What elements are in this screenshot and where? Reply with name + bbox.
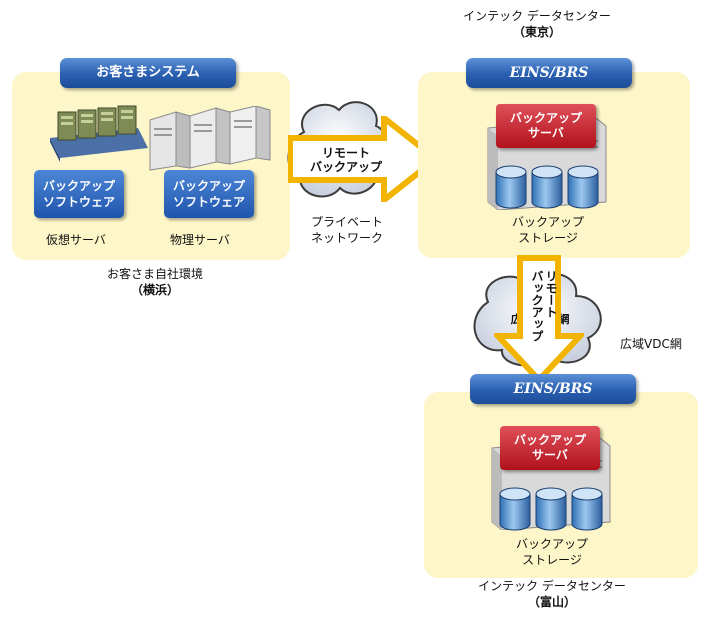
physical-server-label: 物理サーバ bbox=[170, 233, 230, 247]
physical-server-icon bbox=[149, 106, 271, 171]
remote-backup-line2: バックアップ bbox=[309, 160, 382, 174]
toyama-storage-line2: ストレージ bbox=[522, 553, 582, 567]
customer-caption-line2: （横浜） bbox=[130, 283, 179, 297]
backup-software-line1: バックアップ bbox=[172, 179, 245, 193]
backup-software-box-virtual: バックアップ ソフトウェア bbox=[34, 170, 124, 218]
toyama-storage-cylinders-icon bbox=[499, 487, 603, 531]
toyama-backup-server-line2: サーバ bbox=[532, 448, 568, 462]
backup-software-line1: バックアップ bbox=[42, 179, 115, 193]
tokyo-title: インテック データセンター （東京） bbox=[452, 8, 622, 40]
remote-backup-arrow-horizontal bbox=[288, 116, 440, 202]
tokyo-storage-line1: バックアップ bbox=[511, 215, 584, 229]
remote-backup-arrow-vertical bbox=[494, 255, 584, 384]
toyama-backup-server-line1: バックアップ bbox=[513, 433, 586, 447]
remote-backup-line1: リモート bbox=[321, 146, 370, 160]
remote-backup-arrow-label: リモート バックアップ bbox=[296, 146, 396, 174]
toyama-title-line2: （富山） bbox=[527, 595, 576, 609]
tokyo-storage-cylinders-icon bbox=[495, 165, 599, 209]
tokyo-storage-label: バックアップ ストレージ bbox=[500, 214, 596, 246]
toyama-storage-label: バックアップ ストレージ bbox=[504, 536, 600, 568]
private-network-line2: ネットワーク bbox=[310, 231, 383, 245]
backup-software-line2: ソフトウェア bbox=[42, 195, 115, 209]
tokyo-title-line1: インテック データセンター bbox=[463, 9, 611, 23]
remote-backup-vertical-line2: バックアップ bbox=[530, 270, 544, 342]
toyama-title: インテック データセンター （富山） bbox=[462, 578, 642, 610]
customer-caption-line1: お客さま自社環境 bbox=[106, 267, 203, 281]
private-network-line1: プライベート bbox=[310, 215, 383, 229]
toyama-title-line1: インテック データセンター bbox=[478, 579, 626, 593]
customer-system-banner: お客さまシステム bbox=[60, 58, 236, 88]
virtual-server-label: 仮想サーバ bbox=[46, 233, 106, 247]
toyama-storage-line1: バックアップ bbox=[515, 537, 588, 551]
virtual-server-icon bbox=[50, 105, 148, 162]
customer-caption: お客さま自社環境 （横浜） bbox=[70, 266, 240, 298]
tokyo-eins-brs-banner: EINS/BRS bbox=[466, 58, 632, 88]
wan-vdc-label: 広域VDC網 bbox=[620, 337, 682, 351]
backup-software-line2: ソフトウェア bbox=[172, 195, 245, 209]
tokyo-storage-line2: ストレージ bbox=[518, 231, 578, 245]
tokyo-title-line2: （東京） bbox=[512, 25, 561, 39]
toyama-eins-brs-banner: EINS/BRS bbox=[470, 374, 636, 404]
tokyo-backup-server-line1: バックアップ bbox=[509, 111, 582, 125]
tokyo-backup-server: バックアップ サーバ bbox=[496, 104, 596, 148]
tokyo-backup-server-line2: サーバ bbox=[528, 126, 564, 140]
backup-software-box-physical: バックアップ ソフトウェア bbox=[164, 170, 254, 218]
remote-backup-vertical-label: リモート バックアップ bbox=[530, 270, 558, 342]
toyama-backup-server: バックアップ サーバ bbox=[500, 426, 600, 470]
remote-backup-vertical-line1: リモート bbox=[544, 270, 558, 318]
private-network-label: プライベート ネットワーク bbox=[300, 214, 394, 246]
